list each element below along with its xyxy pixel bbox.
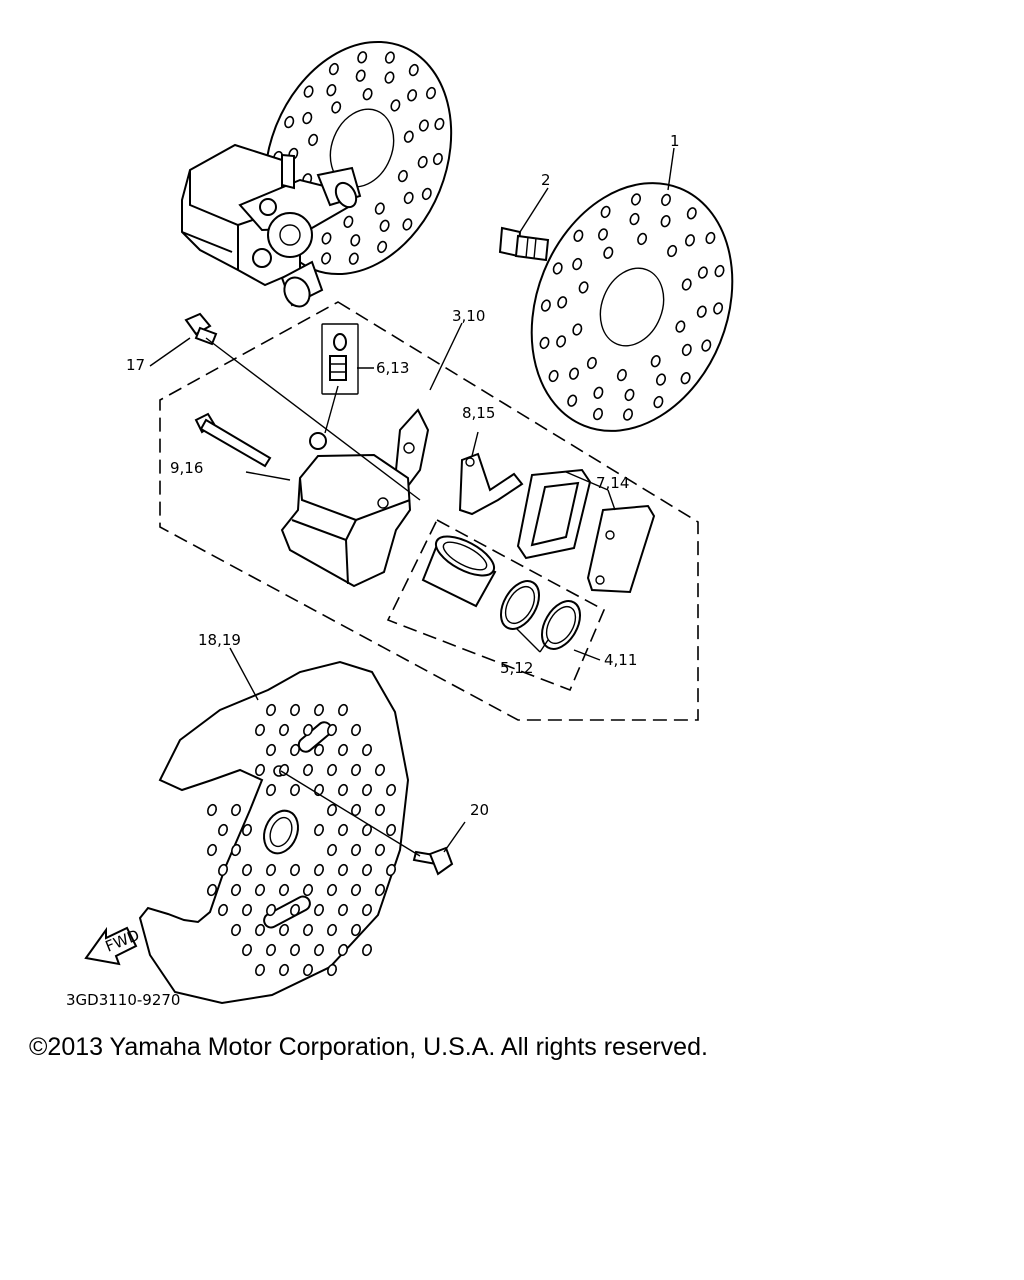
brake-pads <box>516 468 656 594</box>
caliper-bolt <box>184 312 218 346</box>
callout-4-11: 4,11 <box>604 651 637 669</box>
dust-seal <box>500 580 540 630</box>
caliper-assembly-group-box <box>159 301 699 721</box>
bleed-screw-box <box>321 323 359 395</box>
shield-bolt <box>412 846 454 876</box>
forward-arrow-icon: FWD <box>84 926 142 966</box>
bleed-screw <box>329 333 347 381</box>
caliper-pin <box>194 412 272 468</box>
drawing-number: 3GD3110-9270 <box>66 991 180 1009</box>
piston-seal <box>541 600 581 650</box>
callout-5-12: 5,12 <box>500 659 533 677</box>
callout-8-15: 8,15 <box>462 404 495 422</box>
callout-18-19: 18,19 <box>198 631 241 649</box>
callout-3-10: 3,10 <box>452 307 485 325</box>
callout-17: 17 <box>126 356 145 374</box>
callout-20: 20 <box>470 801 489 819</box>
disc-bolt <box>498 226 550 262</box>
caliper-body <box>280 408 430 588</box>
assembled-caliper <box>181 143 362 308</box>
brake-disc <box>530 182 734 432</box>
callout-9-16: 9,16 <box>170 459 203 477</box>
disc-shield-plate <box>138 660 410 1005</box>
pad-spring <box>458 452 524 516</box>
callout-6-13: 6,13 <box>376 359 409 377</box>
callout-7-14: 7,14 <box>596 474 629 492</box>
callout-2: 2 <box>541 171 551 189</box>
exploded-parts-diagram: FWD 1 2 3,10 17 6,13 8,15 9,16 7,14 18,1… <box>66 40 734 1009</box>
callout-1: 1 <box>670 132 680 150</box>
piston <box>421 535 497 608</box>
leader-lines <box>149 147 675 857</box>
copyright-notice: ©2013 Yamaha Motor Corporation, U.S.A. A… <box>29 1033 708 1061</box>
piston-seal-group-box <box>386 518 606 692</box>
